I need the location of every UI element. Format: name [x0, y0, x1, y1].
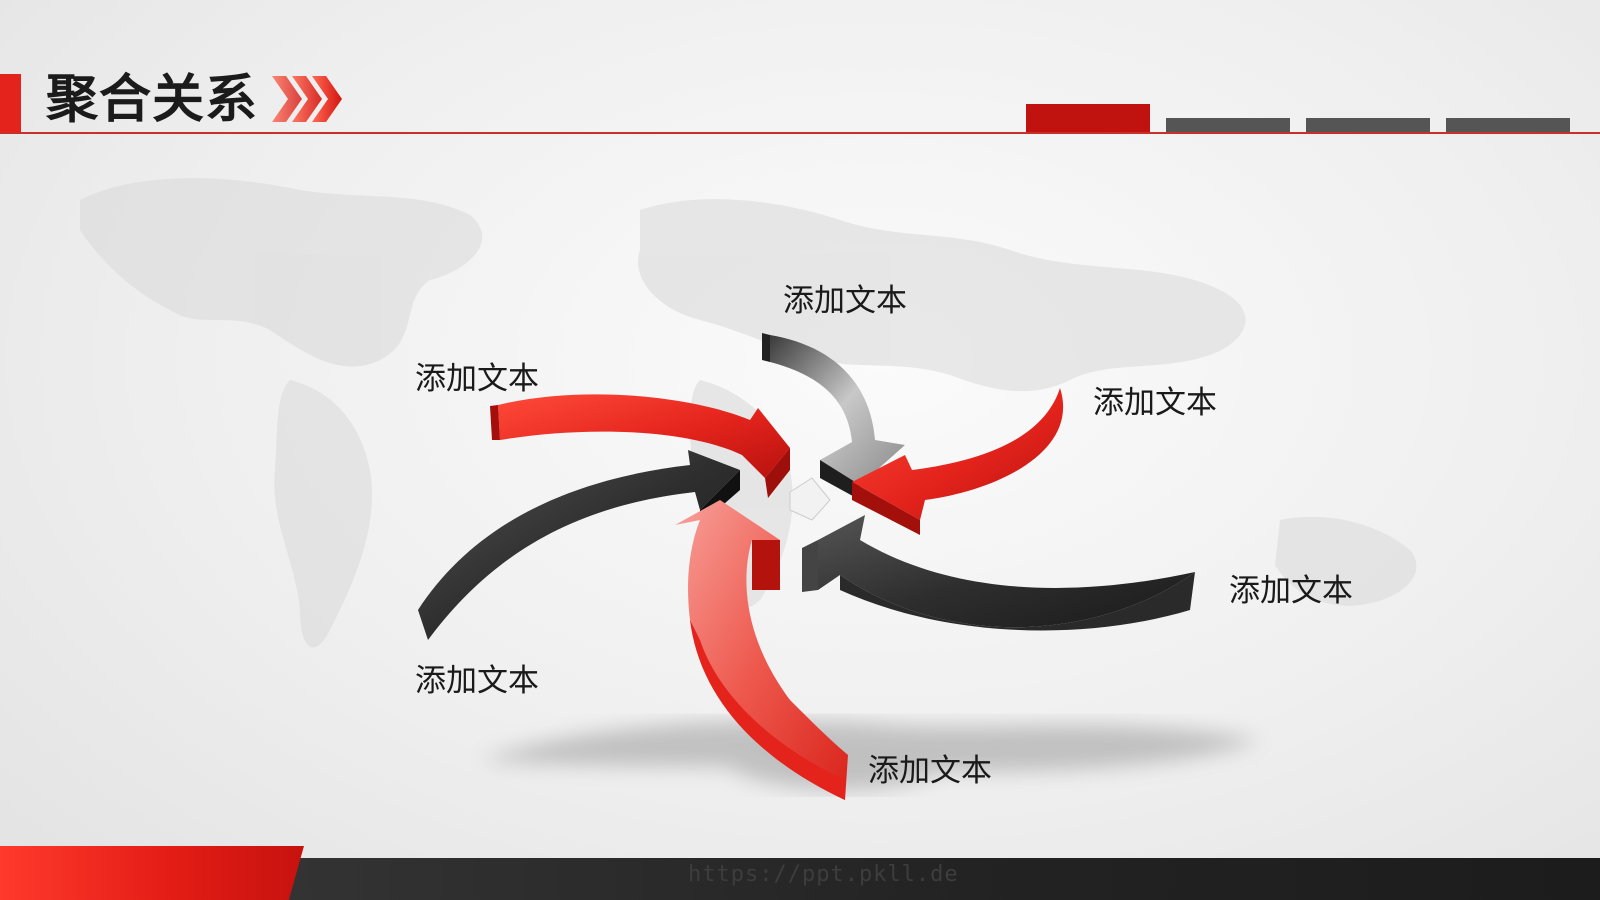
arrow-label-lower-right: 添加文本: [1229, 573, 1353, 609]
arrow-label-top: 添加文本: [783, 283, 907, 319]
arrow-upper-left: [490, 394, 790, 498]
progress-segment: [1446, 118, 1570, 132]
progress-segment: [1306, 118, 1430, 132]
arrow-label-upper-left: 添加文本: [415, 361, 539, 397]
footer-accent: [0, 846, 304, 900]
arrow-top: [762, 333, 905, 500]
arrow-lower-right-dark: [802, 515, 1195, 631]
progress-segment-active: [1026, 104, 1150, 132]
page-title: 聚合关系: [46, 70, 259, 130]
progress-segment: [1166, 118, 1290, 132]
header-divider: [0, 132, 1600, 134]
triple-chevron-right-icon: [272, 76, 342, 122]
footer-watermark: https://ppt.pkll.de: [688, 862, 959, 887]
arrow-label-bottom: 添加文本: [868, 753, 992, 789]
center-hub: [789, 477, 831, 521]
arrow-bottom: [675, 500, 848, 800]
arrow-label-upper-right: 添加文本: [1093, 385, 1217, 421]
arrow-label-lower-left: 添加文本: [415, 663, 539, 699]
header-accent-bar: [0, 74, 21, 134]
arrow-upper-right: [852, 388, 1064, 535]
